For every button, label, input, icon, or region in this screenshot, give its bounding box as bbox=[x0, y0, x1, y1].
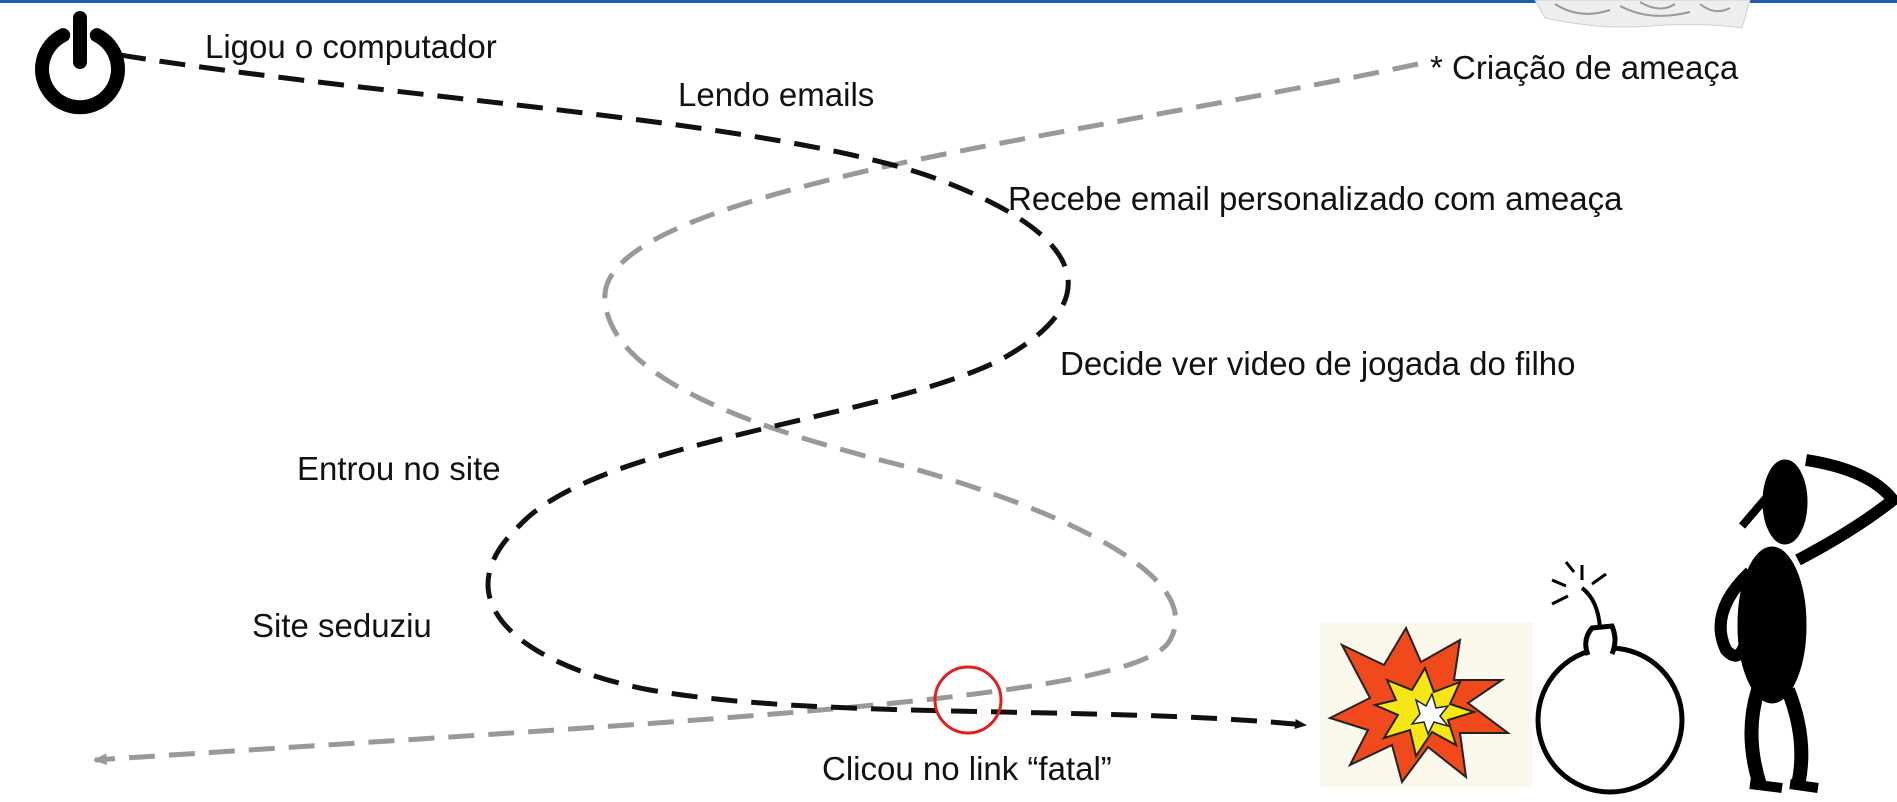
label-reading-emails: Lendo emails bbox=[678, 76, 875, 113]
sketch-image bbox=[1534, 0, 1751, 29]
confused-person-icon bbox=[1714, 454, 1897, 793]
bomb-icon bbox=[1535, 561, 1685, 795]
label-threat-creation: * Criação de ameaça bbox=[1430, 49, 1739, 86]
label-entered-site: Entrou no site bbox=[297, 450, 501, 487]
label-receives-email: Recebe email personalizado com ameaça bbox=[1008, 180, 1623, 217]
label-site-seduced: Site seduziu bbox=[252, 607, 432, 644]
top-bar bbox=[0, 0, 1897, 3]
click-highlight-circle bbox=[933, 665, 1003, 735]
threat-path bbox=[92, 61, 1419, 766]
label-clicked-link: Clicou no link “fatal” bbox=[822, 750, 1112, 787]
user-path bbox=[119, 52, 1307, 730]
label-power-on: Ligou o computador bbox=[205, 28, 497, 65]
power-icon bbox=[35, 11, 125, 115]
label-decides-video: Decide ver video de jogada do filho bbox=[1060, 345, 1576, 382]
explosion-icon bbox=[1320, 622, 1533, 787]
